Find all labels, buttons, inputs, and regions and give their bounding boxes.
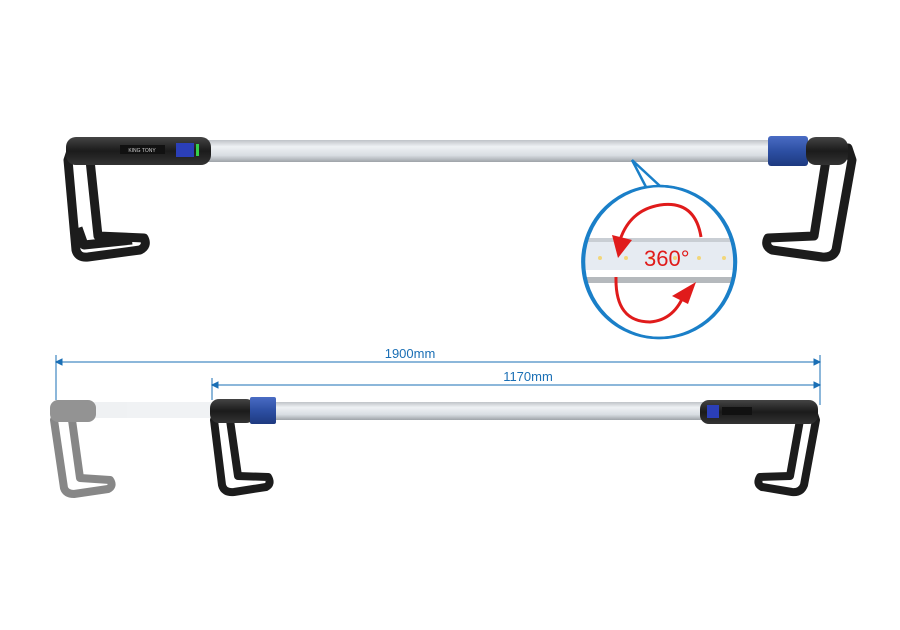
dimension-extended: 1900mm (384, 346, 436, 361)
dimension-retracted: 1170mm (503, 369, 553, 384)
right-stand (754, 404, 820, 497)
led-indicator (196, 144, 199, 156)
left-stand (210, 406, 274, 497)
switch-button (707, 405, 719, 418)
brand-plate (120, 145, 165, 154)
blue-collar (250, 397, 276, 424)
left-end-cap (210, 399, 255, 423)
top-lamp: KING TONY (63, 136, 857, 262)
bottom-lamp (210, 397, 820, 497)
right-handle (700, 400, 818, 424)
switch-button (176, 143, 194, 157)
tube (205, 140, 775, 162)
right-end-cap (806, 137, 848, 165)
rotation-callout (581, 159, 738, 340)
dimension-lines (54, 355, 822, 405)
extended-ghost (50, 400, 213, 498)
left-stand (63, 143, 150, 262)
tube (240, 402, 710, 420)
rotation-label: 360° (644, 246, 690, 271)
blue-collar (768, 136, 808, 166)
svg-text:KING TONY: KING TONY (128, 148, 156, 154)
right-stand (762, 143, 857, 262)
